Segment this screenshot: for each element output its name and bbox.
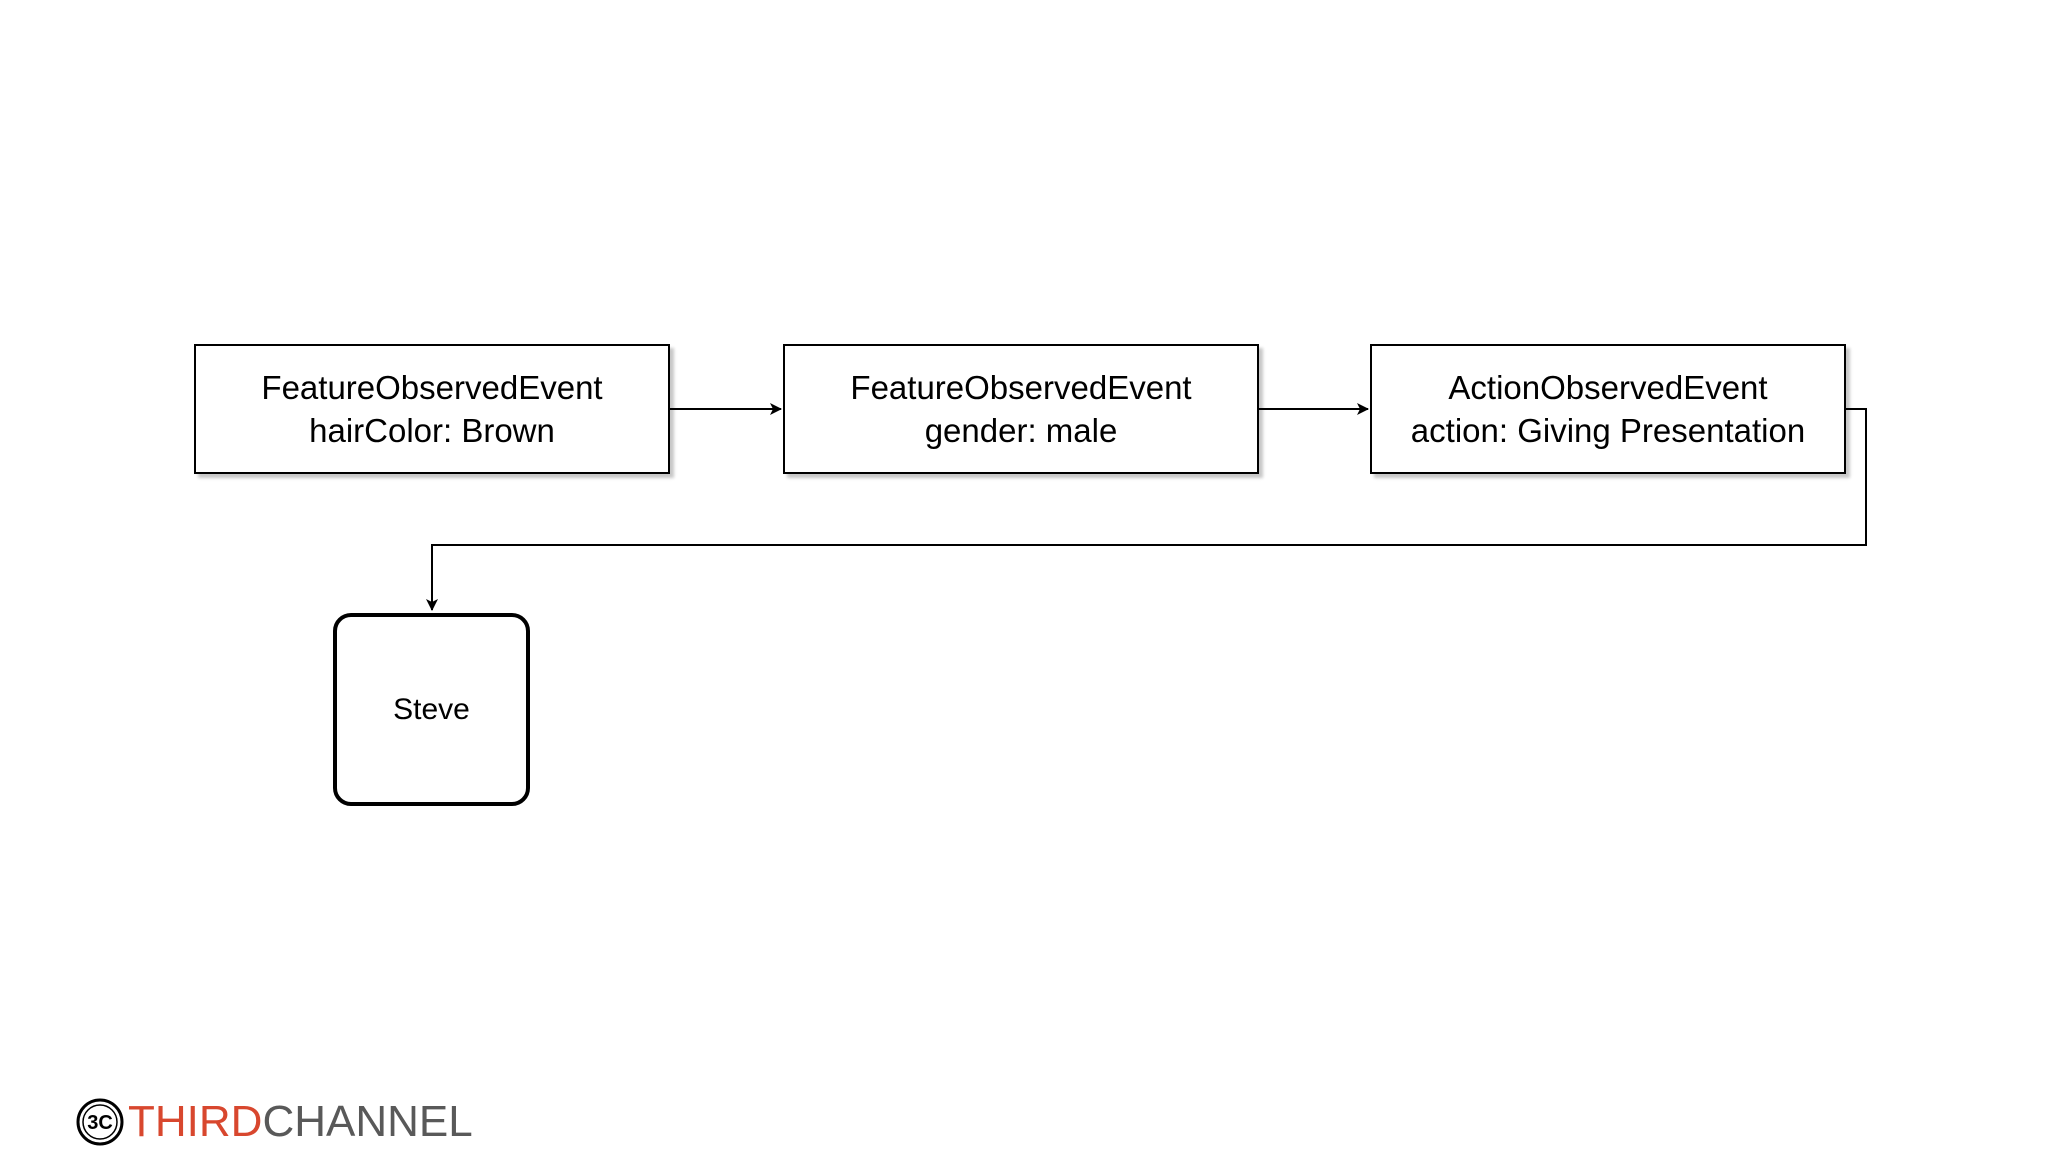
node-title: FeatureObservedEvent — [850, 369, 1192, 406]
node-detail: hairColor: Brown — [309, 412, 555, 449]
event-node-action: ActionObservedEvent action: Giving Prese… — [1370, 344, 1846, 474]
logo-mark-text: 3C — [87, 1112, 113, 1134]
thirdchannel-logo: 3C THIRDCHANNEL — [76, 1094, 473, 1150]
node-detail: gender: male — [924, 412, 1118, 449]
thirdchannel-logo-icon: 3C — [76, 1098, 124, 1146]
node-detail: action: Giving Presentation — [1410, 412, 1806, 449]
node-title: ActionObservedEvent — [1448, 369, 1768, 406]
node-title: FeatureObservedEvent — [261, 369, 603, 406]
edge-node-3-to-steve — [426, 408, 1867, 611]
logo-wordmark: THIRDCHANNEL — [128, 1094, 473, 1150]
event-node-haircolor: FeatureObservedEvent hairColor: Brown — [194, 344, 670, 474]
logo-word-channel: CHANNEL — [262, 1097, 473, 1146]
logo-word-third: THIRD — [128, 1097, 263, 1146]
result-node-steve: Steve — [333, 613, 530, 806]
event-node-gender: FeatureObservedEvent gender: male — [783, 344, 1259, 474]
node-label: Steve — [393, 693, 470, 726]
